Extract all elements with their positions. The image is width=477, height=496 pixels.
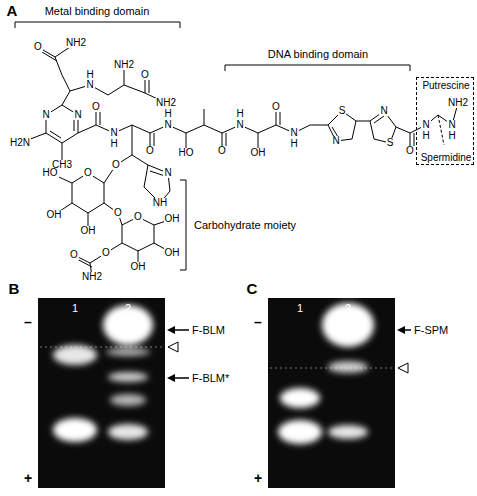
atom-symbol: O — [91, 102, 101, 112]
atom-symbol: NH2 — [447, 98, 469, 108]
atom-symbol: O — [101, 248, 111, 258]
brackets — [15, 22, 410, 270]
atom-symbol: H — [109, 139, 118, 149]
atom-symbol: O — [133, 212, 143, 222]
atom-symbol: OH — [130, 262, 147, 272]
atom-symbol: N — [163, 168, 172, 178]
atom-symbol: NH2 — [155, 98, 177, 108]
domain-label: Carbohydrate moiety — [194, 220, 296, 231]
carbohydrate-bracket — [180, 180, 186, 270]
atom-symbol: O — [69, 250, 79, 260]
panel-letter: C — [247, 281, 258, 296]
atom-symbol: O — [83, 168, 93, 178]
band-label: F-BLM — [192, 325, 225, 336]
polarity-sign: – — [254, 315, 262, 329]
dashed-bond — [438, 115, 444, 145]
atom-symbol: N — [421, 120, 430, 130]
atom-symbol: N — [447, 120, 456, 130]
amine-name: Spermidine — [421, 153, 472, 163]
atom-symbol: N — [289, 128, 298, 138]
dna-bracket — [225, 65, 410, 71]
atom-symbol: NH — [152, 198, 168, 208]
atom-symbol: O — [140, 70, 150, 80]
bleomycin-structure — [20, 43, 458, 277]
atom-symbol: N — [331, 136, 340, 146]
lane-number: 2 — [125, 303, 131, 314]
lane-number: 1 — [297, 303, 303, 314]
polarity-sign: + — [24, 471, 32, 485]
atom-symbol: N — [85, 80, 94, 90]
atom-symbol: H — [163, 109, 172, 119]
atom-symbol: H — [447, 131, 456, 141]
atom-symbol: NH2 — [113, 60, 135, 70]
atom-symbol: O — [111, 160, 121, 170]
atom-symbol: H — [289, 139, 298, 149]
atom-symbol: OH — [164, 214, 181, 224]
atom-symbol: H2N — [9, 138, 31, 148]
atom-symbol: OH — [250, 148, 267, 158]
atom-symbol: O — [217, 146, 227, 156]
atom-symbol: NH2 — [81, 272, 103, 282]
polarity-sign: + — [254, 471, 262, 485]
atom-symbol: N — [235, 120, 244, 130]
lane-number: 2 — [345, 303, 351, 314]
gel-c — [268, 298, 395, 488]
metal-bracket — [15, 22, 180, 28]
atom-symbol: N — [41, 110, 50, 120]
panel-letter: A — [7, 3, 18, 18]
atom-symbol: N — [379, 106, 388, 116]
atom-symbol: NH2 — [65, 38, 87, 48]
atom-symbol: H — [421, 131, 430, 141]
atom-symbol: OH — [46, 210, 63, 220]
atom-symbol: O — [145, 146, 155, 156]
well-markers — [168, 342, 408, 373]
atom-symbol: O — [405, 146, 415, 156]
atom-symbol: H — [85, 70, 94, 80]
atom-symbol: O — [113, 208, 123, 218]
atom-symbol: OH — [164, 248, 181, 258]
atom-symbol: N — [73, 110, 82, 120]
atom-symbol: OH — [80, 226, 97, 236]
atom-symbol: HO — [178, 148, 195, 158]
domain-label: Metal binding domain — [45, 6, 150, 17]
atom-symbol: S — [386, 138, 395, 148]
atom-symbol: S — [338, 106, 347, 116]
polarity-sign: – — [24, 315, 32, 329]
gel-panel: 12 — [38, 298, 165, 488]
gel-panel: 12 — [268, 298, 395, 488]
atom-symbol: HO — [42, 168, 59, 178]
atom-symbol: N — [109, 128, 118, 138]
atom-symbol: H — [235, 109, 244, 119]
lane-number: 1 — [72, 303, 78, 314]
gel-b — [38, 298, 165, 488]
atom-symbol: O — [33, 42, 43, 52]
panel-letter: B — [9, 281, 20, 296]
domain-label: DNA binding domain — [268, 49, 368, 60]
atom-symbol: O — [271, 102, 281, 112]
band-label: F-BLM* — [192, 373, 229, 384]
atom-symbol: N — [163, 120, 172, 130]
amine-name: Putrescine — [422, 81, 469, 91]
band-label: F-SPM — [414, 325, 448, 336]
